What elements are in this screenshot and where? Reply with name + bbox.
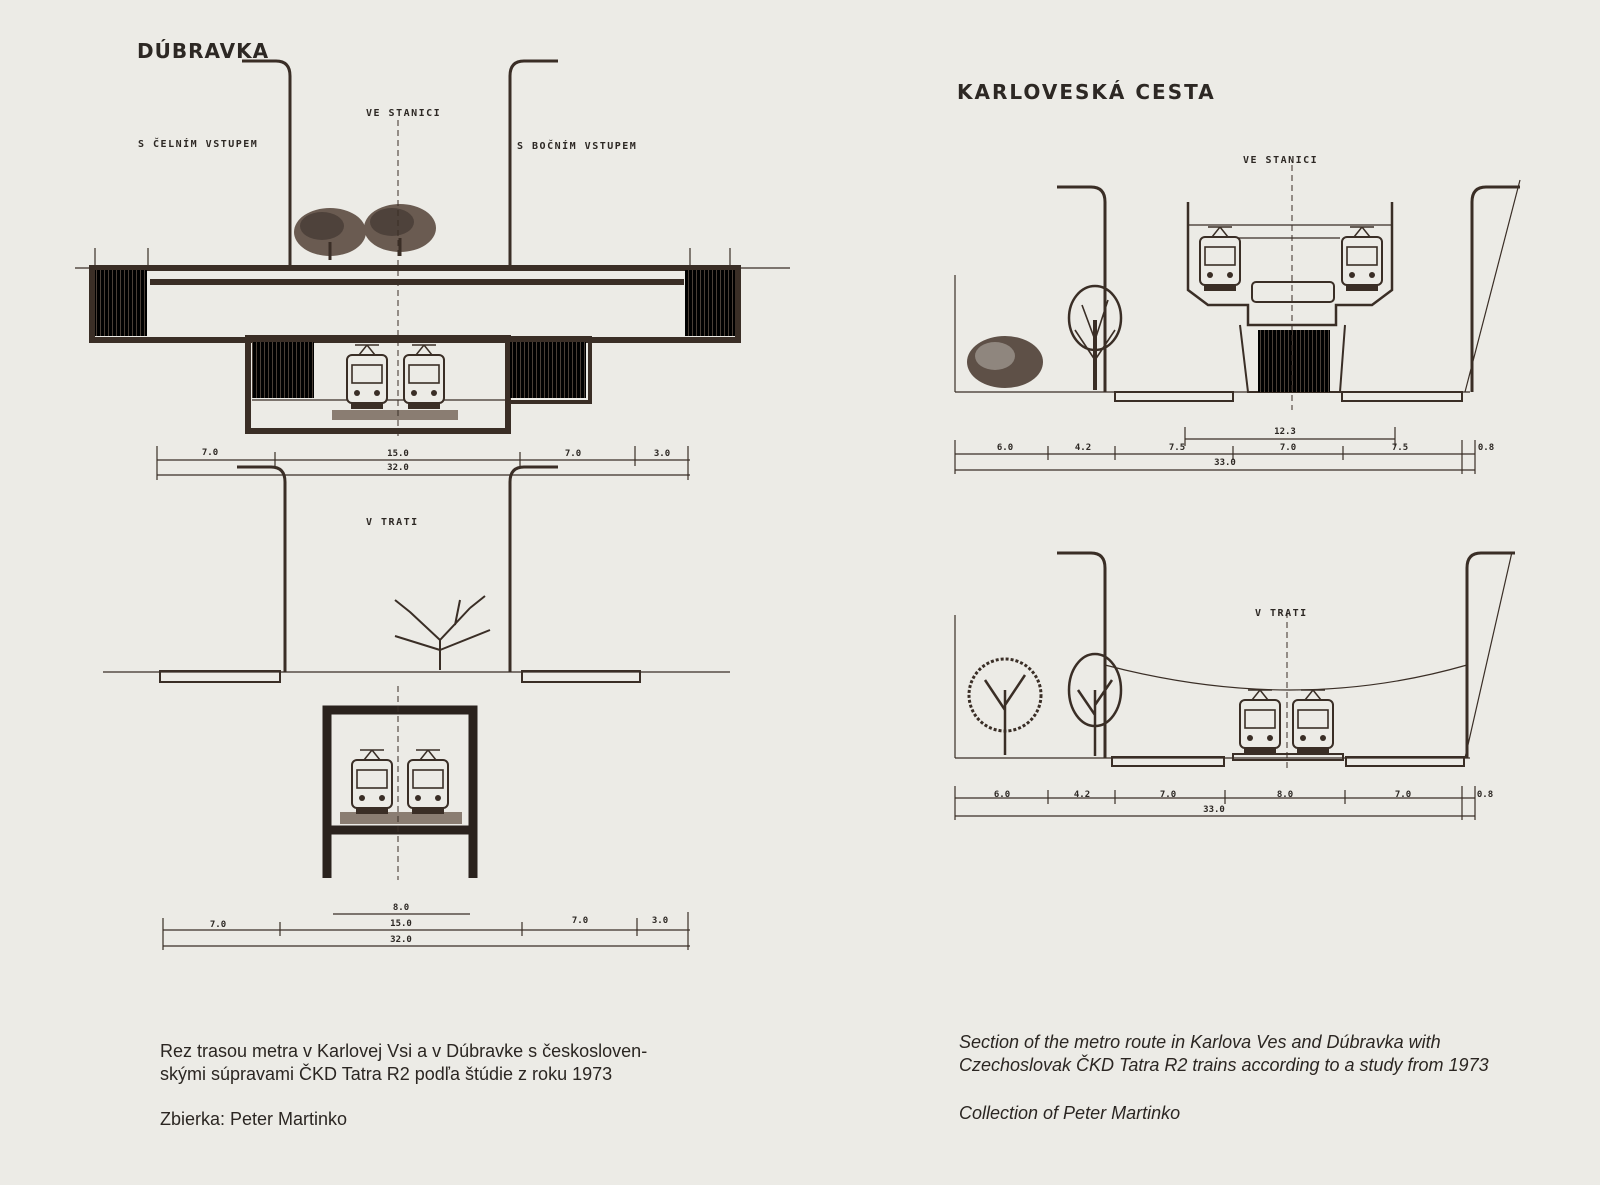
dim-label: 12.3	[1274, 427, 1296, 437]
dim-label: 3.0	[651, 916, 669, 926]
dim-label: 15.0	[387, 449, 409, 459]
dim-label: 3.0	[653, 449, 671, 459]
caption-sk-line2: skými súpravami ČKD Tatra R2 podľa štúdi…	[160, 1064, 613, 1084]
dim-label: 6.0	[996, 443, 1014, 453]
caption-slovak: Rez trasou metra v Karlovej Vsi a v Dúbr…	[160, 1040, 647, 1131]
dim-total-label: 32.0	[390, 935, 412, 945]
karloveska-station-section	[954, 165, 1522, 474]
dim-label: 7.5	[1391, 443, 1409, 453]
dim-label: 7.0	[209, 920, 227, 930]
dim-label: 7.0	[1394, 790, 1412, 800]
v-trati-label-left: V TRATI	[366, 517, 419, 528]
dim-total-label: 33.0	[1203, 805, 1225, 815]
karloveska-track-section	[954, 551, 1517, 820]
dim-label: 0.8	[1476, 790, 1494, 800]
dim-label: 7.0	[571, 916, 589, 926]
dim-label: 15.0	[390, 919, 412, 929]
caption-en-line1: Section of the metro route in Karlova Ve…	[959, 1032, 1441, 1052]
ve-stanici-label-left: VE STANICI	[366, 108, 442, 119]
caption-sk-line1: Rez trasou metra v Karlovej Vsi a v Dúbr…	[160, 1041, 648, 1061]
caption-en-line2: Czechoslovak ČKD Tatra R2 trains accordi…	[959, 1055, 1489, 1075]
dim-label: 7.0	[201, 448, 219, 458]
dim-label: 6.0	[993, 790, 1011, 800]
dim-label: 8.0	[1276, 790, 1294, 800]
dim-label: 4.2	[1074, 443, 1092, 453]
celnim-vstupem-label: S ČELNÍM VSTUPEM	[138, 139, 259, 150]
dim-label: 7.0	[1159, 790, 1177, 800]
dim-label: 7.5	[1168, 443, 1186, 453]
caption-sk-collection: Zbierka: Peter Martinko	[160, 1109, 348, 1129]
dubravka-title: DÚBRAVKA	[137, 39, 270, 63]
dim-label: 4.2	[1073, 790, 1091, 800]
dubravka-station-section	[75, 59, 790, 480]
dim-total-label: 33.0	[1214, 458, 1236, 468]
bocnim-vstupem-label: S BOČNÍM VSTUPEM	[517, 141, 638, 152]
dim-label: 7.0	[564, 449, 582, 459]
dim-label: 0.8	[1477, 443, 1495, 453]
v-trati-label-right: V TRATI	[1255, 608, 1308, 619]
dim-total-label: 32.0	[387, 463, 409, 473]
dim-label: 8.0	[392, 903, 410, 913]
dubravka-track-section	[103, 465, 730, 950]
karloveska-title: KARLOVESKÁ CESTA	[957, 80, 1216, 104]
caption-en-collection: Collection of Peter Martinko	[959, 1103, 1181, 1123]
caption-english: Section of the metro route in Karlova Ve…	[959, 1031, 1489, 1125]
dim-label: 7.0	[1279, 443, 1297, 453]
ve-stanici-label-right: VE STANICI	[1243, 155, 1319, 166]
